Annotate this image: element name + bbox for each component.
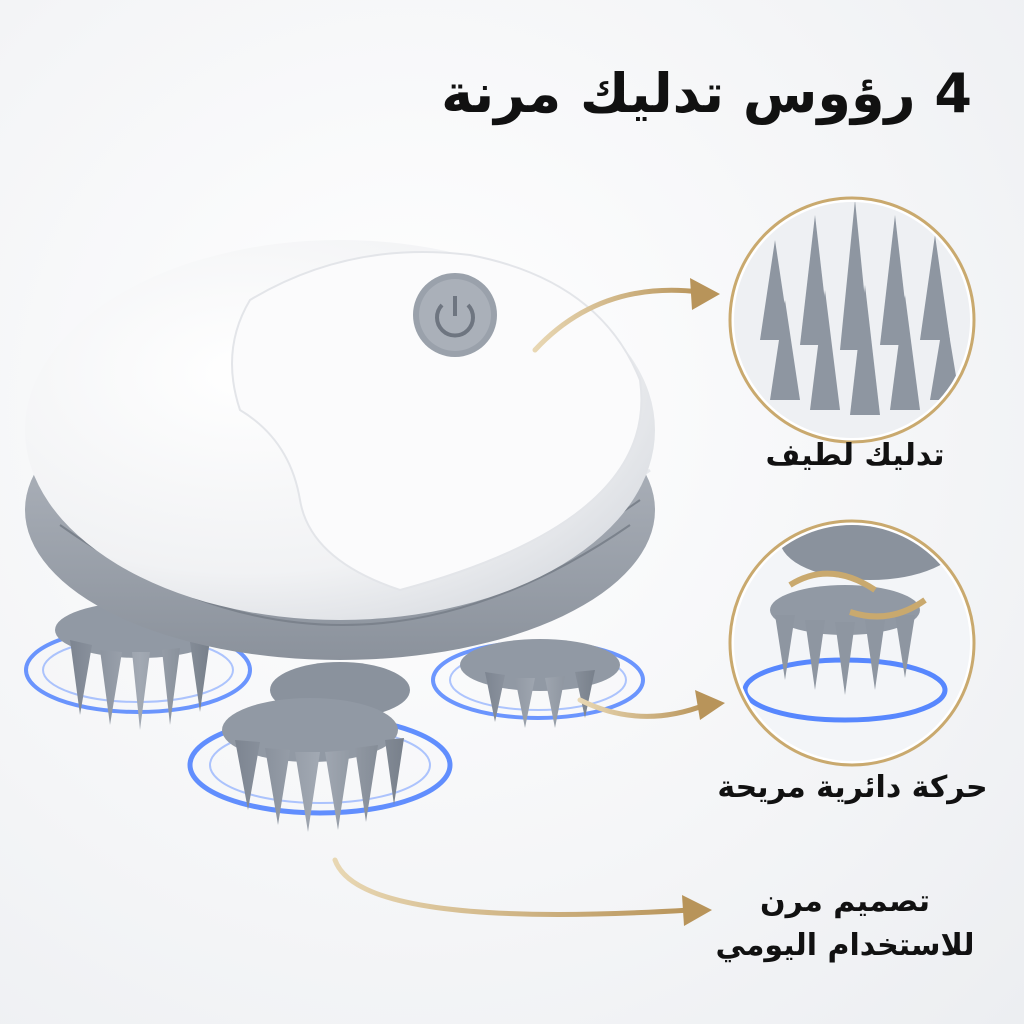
gold-arrows: [332, 287, 708, 917]
rotating-head-closeup: [728, 519, 976, 767]
arrow-3: [332, 857, 693, 917]
soft-bristles-closeup: [728, 196, 976, 444]
arrowhead-3: [682, 895, 712, 926]
arrow-1: [532, 287, 703, 353]
massage-head-front: [222, 662, 410, 832]
headline: 4 رؤوس تدليك مرنة: [441, 62, 972, 125]
feature-label-circular-motion: حركة دائرية مريحة: [717, 770, 988, 805]
feature-label-flexible-design: تصميم مرن للاستخدام اليومي: [715, 884, 975, 963]
power-icon: [435, 303, 475, 338]
arrowhead-2: [695, 690, 725, 720]
device-body: [25, 240, 655, 660]
arrow-2: [577, 697, 708, 719]
massage-head-right: [460, 639, 620, 728]
feature-label-soft-massage: تدليك لطيف: [765, 438, 945, 473]
arrowhead-1: [690, 278, 720, 310]
